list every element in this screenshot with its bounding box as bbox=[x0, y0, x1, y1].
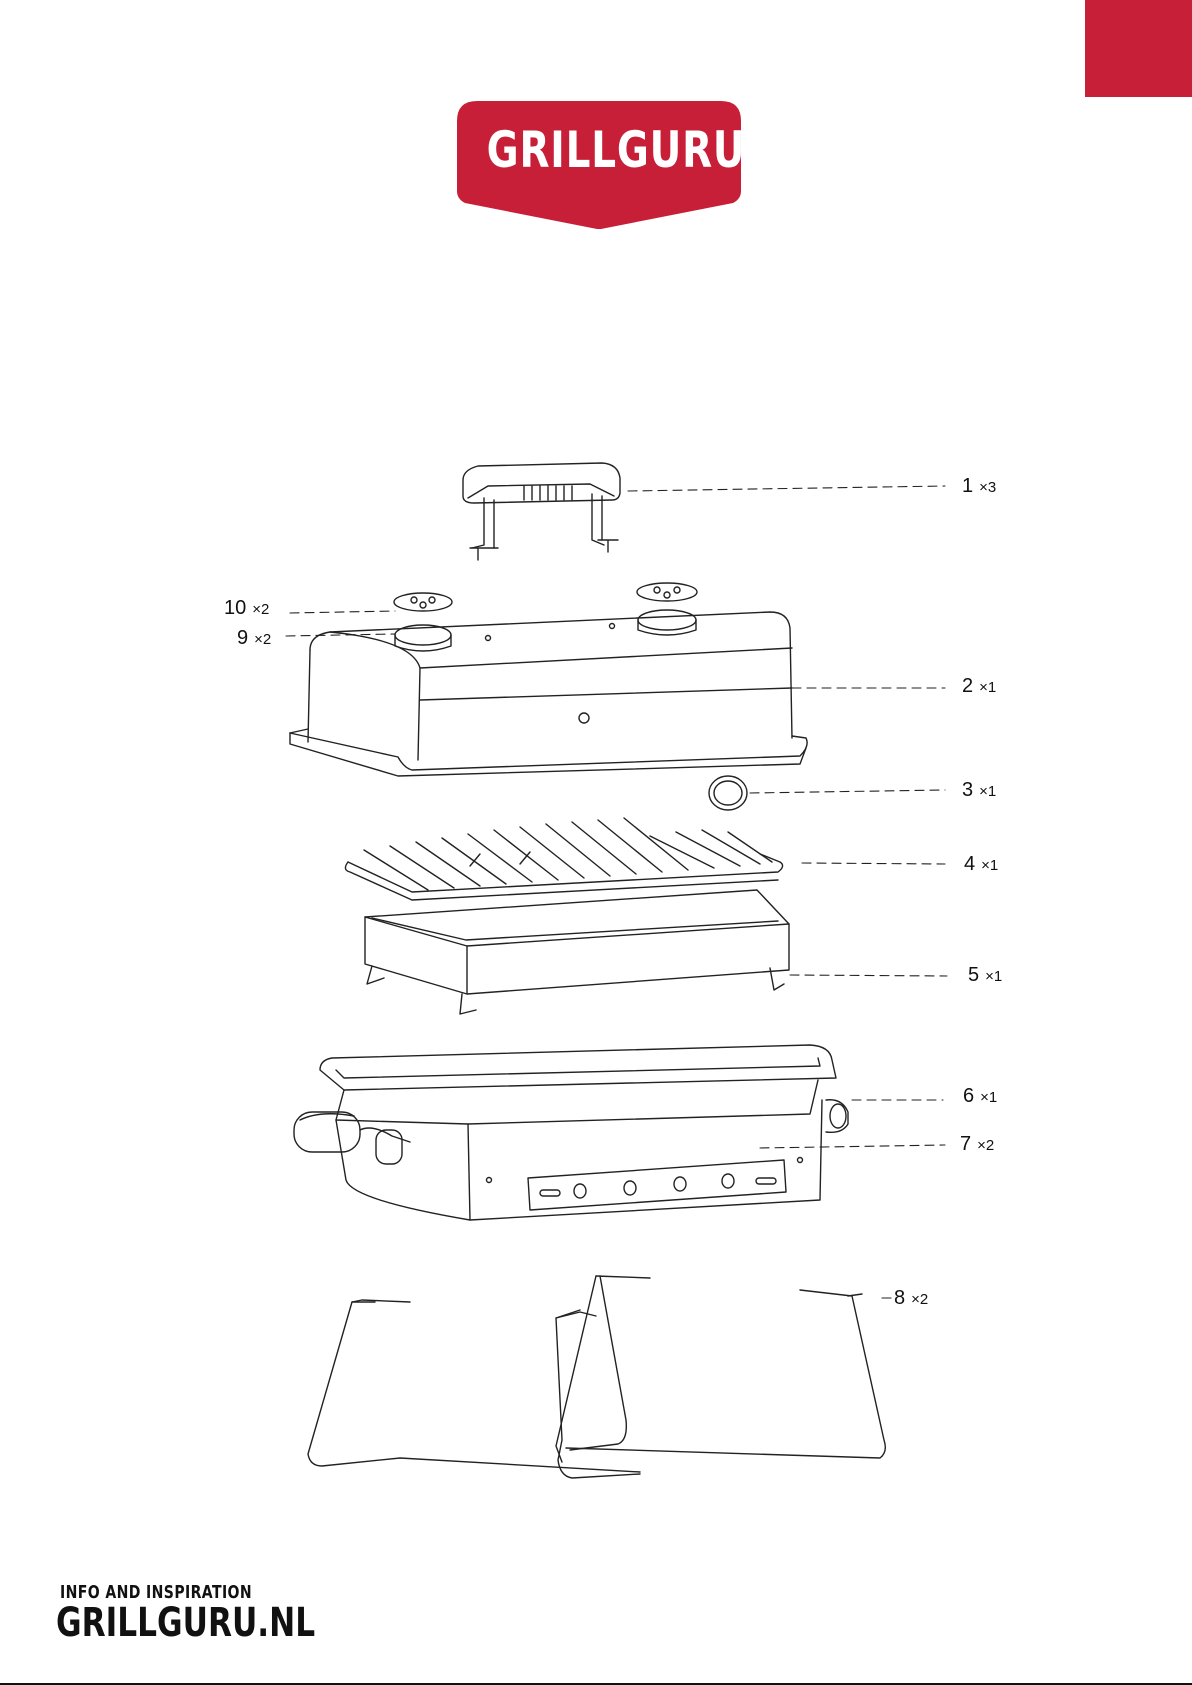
callout-part-3: 3×1 bbox=[962, 779, 996, 802]
callout-part-4: 4×1 bbox=[964, 853, 998, 876]
part-thermometer-drawing bbox=[709, 776, 747, 810]
callout-part-9: 9×2 bbox=[237, 627, 271, 650]
callout-part-8: 8×2 bbox=[894, 1287, 928, 1310]
part-charcoal-tray-drawing bbox=[365, 890, 789, 1014]
callout-part-6: 6×1 bbox=[963, 1085, 997, 1108]
part-firebox-drawing bbox=[294, 1045, 848, 1220]
part-grate-drawing bbox=[345, 818, 782, 900]
callout-part-1: 1×3 bbox=[962, 475, 996, 498]
part-legs-drawing bbox=[308, 1276, 885, 1478]
leader-lines bbox=[286, 486, 947, 1298]
part-handle-drawing bbox=[463, 463, 620, 560]
callout-part-7: 7×2 bbox=[960, 1133, 994, 1156]
footer-website-link[interactable]: GRILLGURU.NL bbox=[56, 1600, 315, 1646]
callout-part-10: 10×2 bbox=[224, 597, 269, 620]
callout-part-2: 2×1 bbox=[962, 675, 996, 698]
callout-part-5: 5×1 bbox=[968, 964, 1002, 987]
part-lid-drawing bbox=[290, 612, 807, 776]
